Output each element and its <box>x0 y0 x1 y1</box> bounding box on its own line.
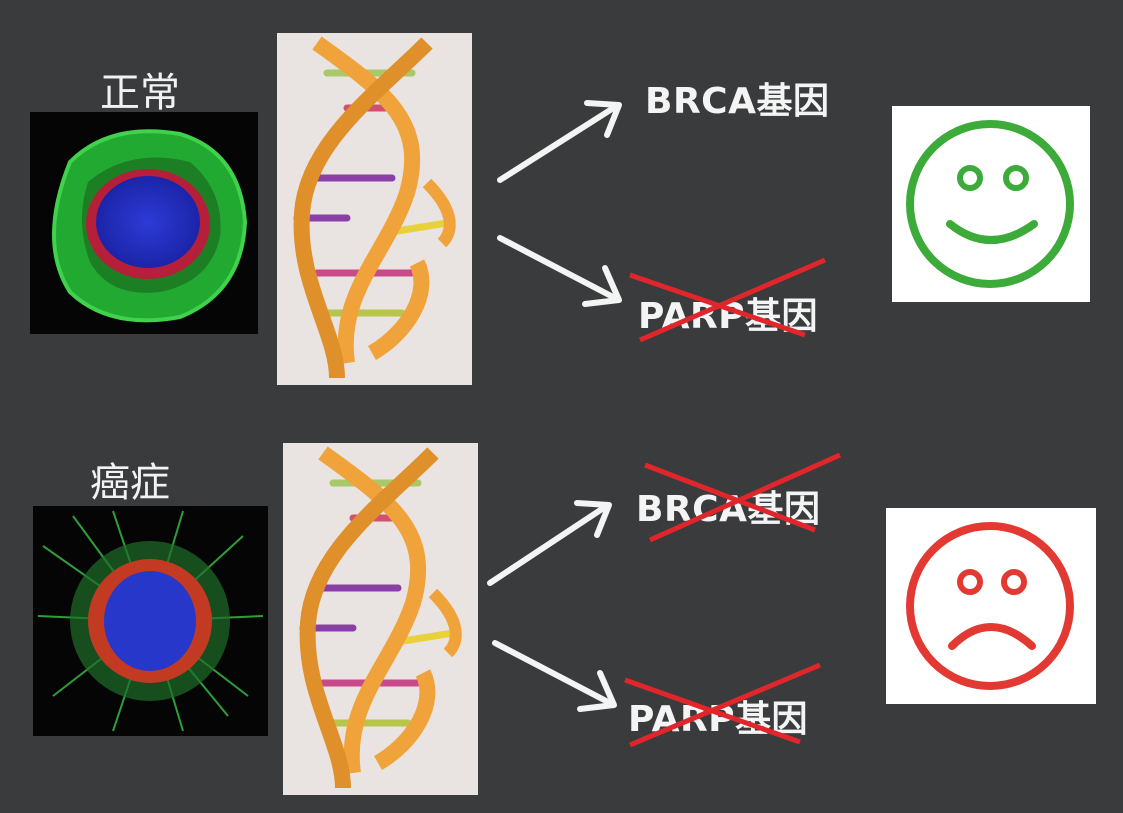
arrow-up-cancer <box>487 500 612 586</box>
arrow-down-cancer <box>492 640 617 712</box>
sad-face-image <box>886 508 1096 704</box>
gene-label-parp-cancer: PARP基因 <box>628 699 809 740</box>
gene-label-parp-normal: PARP基因 <box>638 296 819 337</box>
row-title-cancer: 癌症 <box>90 460 170 506</box>
happy-face-image <box>892 106 1090 302</box>
normal-dna-image <box>277 33 472 385</box>
normal-cell-image <box>30 112 258 334</box>
arrow-down-normal <box>497 235 622 307</box>
gene-label-brca-cancer: BRCA基因 <box>636 489 821 530</box>
gene-label-brca-normal: BRCA基因 <box>645 81 830 122</box>
row-title-normal: 正常 <box>100 70 180 116</box>
arrow-up-normal <box>497 100 622 183</box>
cancer-cell-image <box>33 506 268 736</box>
cancer-dna-image <box>283 443 478 795</box>
